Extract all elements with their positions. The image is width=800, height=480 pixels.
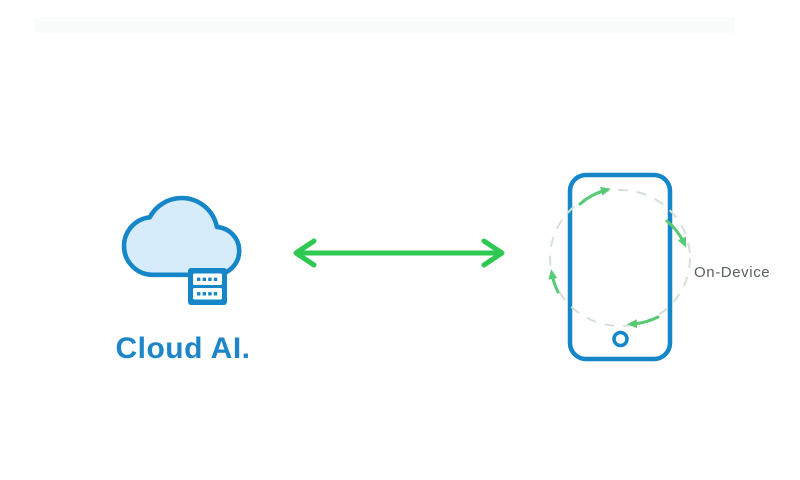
server-rack-icon [188, 268, 227, 305]
sync-cycle-arrows-icon [548, 186, 687, 329]
arrowhead-left [293, 238, 317, 268]
cloud-ai-label: Cloud AI. [115, 332, 251, 365]
phone-icon [567, 172, 673, 362]
arrowhead-right [481, 238, 505, 268]
cloud-icon [121, 195, 242, 278]
cloud-ai-group [118, 188, 248, 313]
cloud-server-icon [121, 195, 242, 305]
on-device-label: On-Device [694, 264, 771, 281]
double-arrow-icon [293, 238, 505, 268]
faded-artifact-band [35, 17, 735, 33]
server-dots [197, 277, 218, 296]
phone-sync-icon [548, 172, 691, 362]
on-device-group [535, 155, 795, 375]
phone-home-button-icon [612, 330, 629, 348]
sync-dashed-circle [549, 189, 691, 327]
